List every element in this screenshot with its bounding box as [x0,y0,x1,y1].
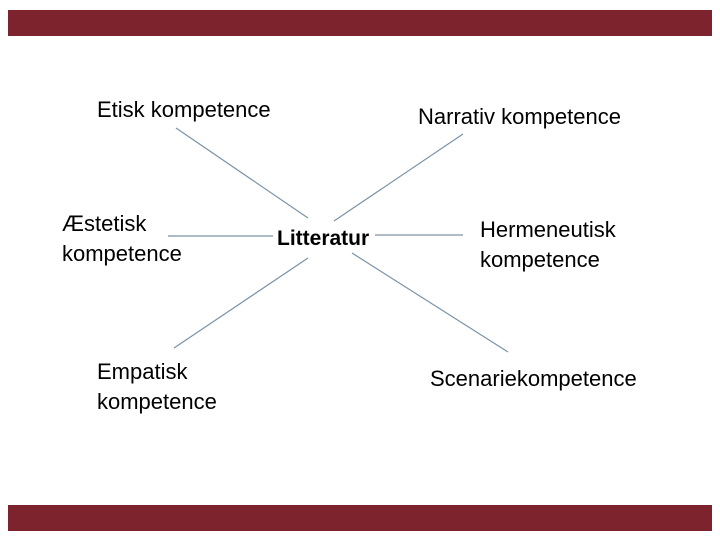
connector-narrativ [333,133,464,222]
node-scenariekompetence: Scenariekompetence [430,366,637,391]
bottom-accent-bar [8,505,712,531]
node-empatisk-kompetence: Empatisk kompetence [97,359,217,414]
connector-etisk [175,127,309,219]
node-litteratur-center: Litteratur [277,227,370,250]
top-accent-bar [8,10,712,36]
node-etisk-kompetence: Etisk kompetence [97,97,271,122]
node-narrativ-kompetence: Narrativ kompetence [418,104,621,129]
connector-empatisk [173,257,309,349]
node-hermeneutisk-kompetence: Hermeneutisk kompetence [480,217,616,272]
node-aestetisk-kompetence: Æstetisk kompetence [62,211,182,266]
